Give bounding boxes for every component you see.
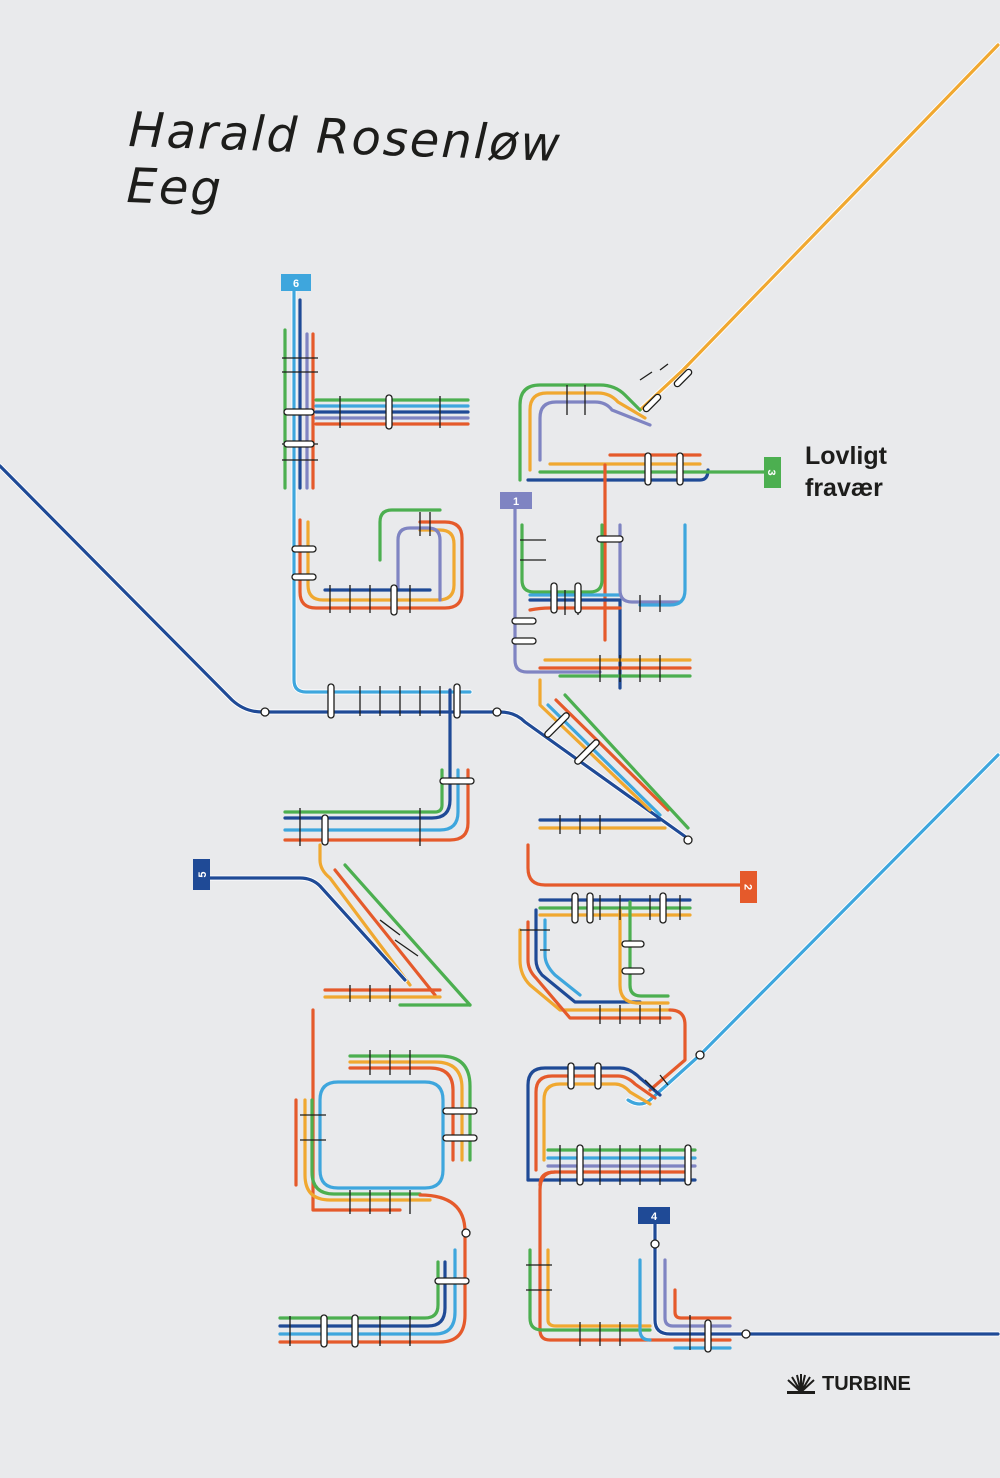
- terminal-stops: [260, 707, 751, 1339]
- letter-v-lower: [311, 988, 472, 1212]
- letter-s: [518, 383, 772, 642]
- svg-text:3: 3: [765, 469, 777, 475]
- letter-l-top: [283, 287, 473, 695]
- interchange-stations: [283, 368, 712, 1353]
- title-line-1: Lovligt: [805, 442, 887, 470]
- publisher-imprint: TURBINE: [786, 1372, 911, 1396]
- letter-v-middle: [526, 678, 747, 887]
- station-tick-marks: [282, 357, 691, 1350]
- lightblue-diagonal-line: [625, 752, 1000, 1107]
- line-badge-2: 2: [740, 871, 757, 903]
- letter-g: [298, 508, 464, 610]
- line-badge-5: 5: [193, 859, 210, 890]
- letter-l-middle: [197, 688, 472, 1007]
- publisher-name: TURBINE: [822, 1372, 911, 1395]
- svg-text:4: 4: [651, 1211, 658, 1223]
- book-title: Lovligt fravær: [805, 440, 887, 504]
- svg-text:5: 5: [197, 871, 209, 877]
- orange-diagonal-line: [637, 42, 1000, 413]
- letter-a: [518, 898, 692, 1092]
- line-badge-3: 3: [764, 457, 781, 488]
- svg-text:1: 1: [513, 496, 519, 508]
- letter-o: [294, 1054, 472, 1202]
- line-badge-4: 4: [638, 1207, 670, 1224]
- letter-r: [513, 506, 692, 690]
- navy-diagonal-line: [0, 463, 693, 843]
- svg-text:6: 6: [293, 278, 299, 290]
- navy-bottom-line: [652, 1219, 1000, 1337]
- letter-r-lower: [526, 1066, 697, 1187]
- book-fan-icon: [787, 1374, 815, 1394]
- letter-l-bottom: [278, 1193, 467, 1344]
- line-badge-6: 6: [281, 274, 311, 291]
- letter-e: [528, 1170, 732, 1350]
- line-badge-1: 1: [500, 492, 532, 509]
- title-line-2: fravær: [805, 474, 883, 502]
- svg-text:2: 2: [742, 884, 754, 890]
